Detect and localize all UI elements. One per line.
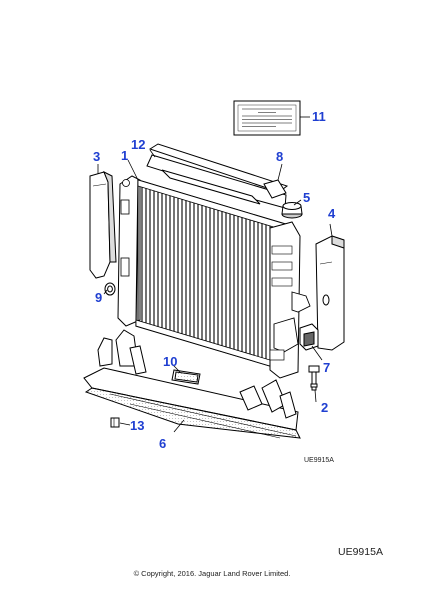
radiator-part xyxy=(117,175,311,379)
callout-8: 8 xyxy=(276,149,283,164)
leader-lines xyxy=(97,116,333,433)
callout-3: 3 xyxy=(93,149,100,164)
callout-11: 11 xyxy=(312,109,326,124)
right-deflector-part xyxy=(315,235,345,351)
clip-part xyxy=(110,417,120,428)
callout-13: 13 xyxy=(130,418,144,433)
callout-5: 5 xyxy=(303,190,310,205)
callout-7: 7 xyxy=(323,360,330,375)
left-deflector-part xyxy=(89,170,117,279)
callout-9: 9 xyxy=(95,290,102,305)
diagram-reference-small: UE9915A xyxy=(304,457,334,464)
diagram-reference-large: UE9915A xyxy=(338,546,383,558)
lower-deflector-part xyxy=(83,329,301,439)
callout-2: 2 xyxy=(321,400,328,415)
label-pad-part xyxy=(171,369,201,385)
callout-12: 12 xyxy=(131,137,145,152)
copyright-notice: © Copyright, 2016. Jaguar Land Rover Lim… xyxy=(133,569,291,578)
callout-4: 4 xyxy=(328,206,336,221)
bracket-part xyxy=(299,323,319,351)
filler-cap-part xyxy=(281,202,303,219)
callout-10: 10 xyxy=(163,354,177,369)
sensor-part xyxy=(308,365,320,391)
grommet-part xyxy=(104,282,116,296)
callout-6: 6 xyxy=(159,436,166,451)
upper-seal-part xyxy=(146,143,289,209)
callout-1: 1 xyxy=(121,148,128,163)
warning-label-part xyxy=(233,100,301,136)
